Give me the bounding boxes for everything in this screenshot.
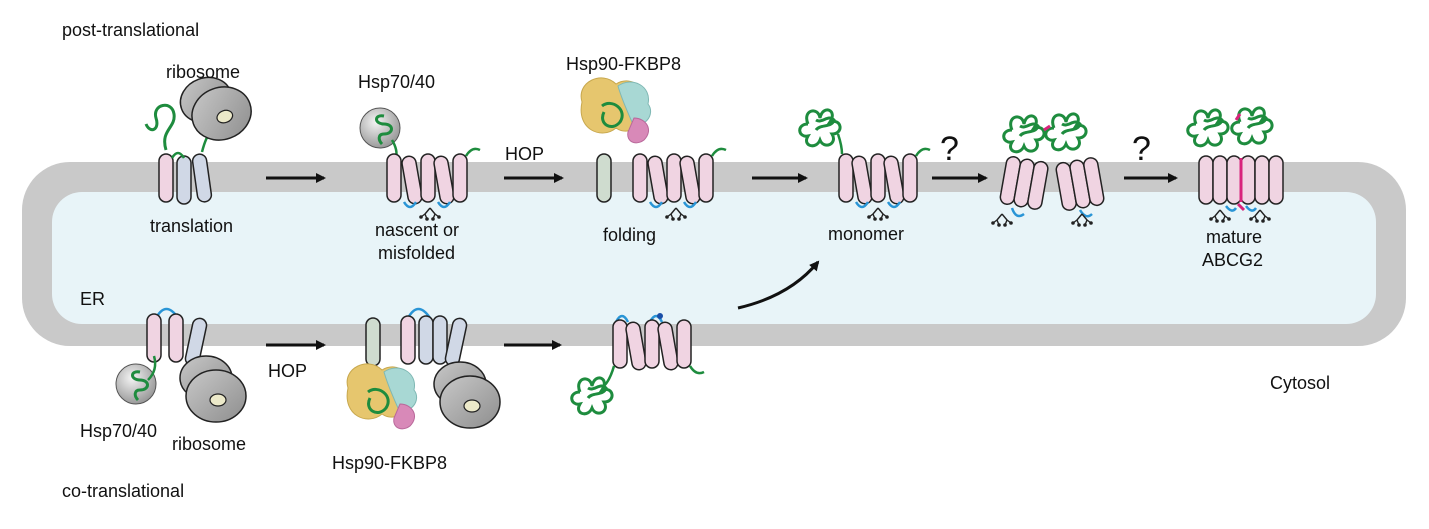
question-mark-1: ? [940,130,959,168]
co-translational-label: co-translational [62,481,184,501]
monomer-label: monomer [828,224,904,244]
abcg2-monomer [798,108,931,222]
co-translational-monomer [570,313,705,416]
folding-label: folding [603,225,656,245]
mature-abcg2 [1186,106,1284,224]
nascent-protein [358,106,481,222]
translation-complex [144,64,260,205]
ribosome-label-top: ribosome [166,62,240,82]
misfolded-label: misfolded [378,243,455,263]
curved-arrow [737,260,820,310]
hsp70-label-top: Hsp70/40 [358,72,435,92]
post-translational-label: post-translational [62,20,199,40]
translation-label: translation [150,216,233,236]
co-translational-folding-complex [345,307,501,431]
cytosol-label: Cytosol [1270,373,1330,393]
hsp70-label-bottom: Hsp70/40 [80,421,157,441]
dimer-intermediate [990,112,1106,228]
nascent-label: nascent or [375,220,459,240]
hop-label-top: HOP [505,144,544,164]
folding-complex [579,76,727,222]
hsp90-label-top: Hsp90-FKBP8 [566,54,681,74]
co-translation-complex [114,307,247,423]
hsp90-label-bottom: Hsp90-FKBP8 [332,453,447,473]
abcg2-label: ABCG2 [1202,250,1263,270]
question-mark-2: ? [1132,130,1151,168]
er-label: ER [80,289,105,309]
er-lumen [52,192,1376,324]
ribosome-label-bottom: ribosome [172,434,246,454]
mature-label: mature [1206,227,1262,247]
hop-label-bottom: HOP [268,361,307,381]
